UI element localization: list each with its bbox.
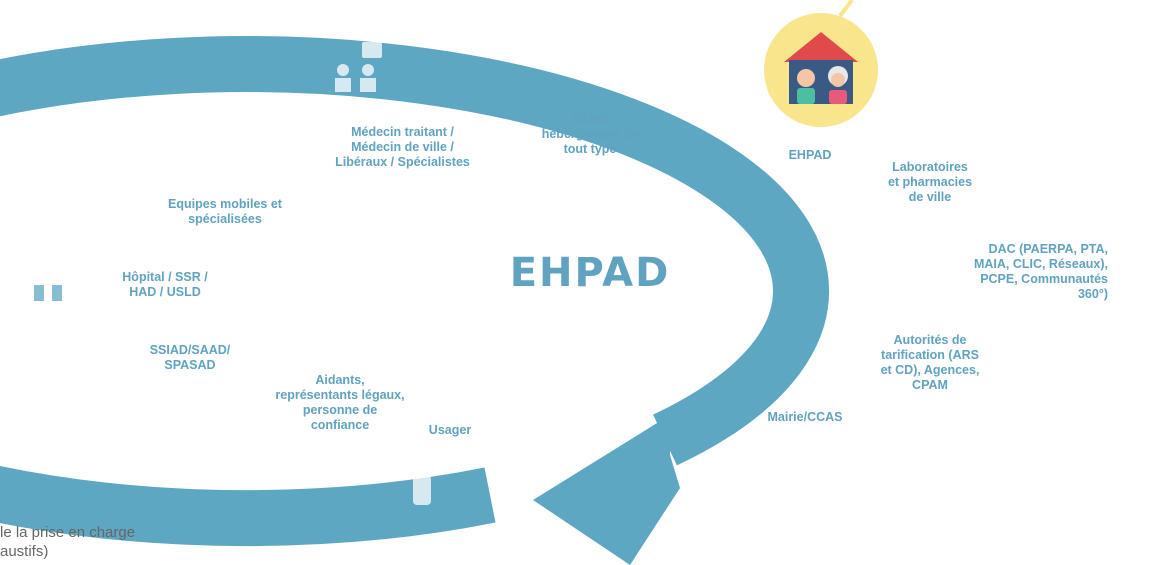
- label-equipes: Equipes mobiles et spécialisées: [168, 197, 282, 226]
- label-ssiad: SSIAD/SAAD/ SPASAD: [149, 343, 231, 372]
- label-usager: Usager: [428, 423, 472, 437]
- hospital-icon: [24, 246, 72, 301]
- cycle-arrowhead: [533, 415, 680, 565]
- elderly-person-home-icon: [567, 18, 613, 76]
- label-laboratoires: Laboratoires et pharmacies de ville: [887, 160, 973, 204]
- patient-icon: [413, 458, 431, 505]
- caption-text: le la prise en charge austifs): [0, 524, 136, 560]
- label-mairie: Mairie/CCAS: [767, 410, 843, 424]
- support-chat-icon: [1116, 226, 1168, 278]
- label-hopital: Hôpital / SSR / HAD / USLD: [122, 270, 208, 299]
- badge-pointer: [838, 0, 854, 18]
- label-dac: DAC (PAERPA, PTA, MAIA, CLIC, Réseaux), …: [973, 242, 1108, 301]
- label-esms: ESMS hébergement de tout type: [541, 112, 639, 156]
- handshake-icon: [230, 428, 272, 466]
- label-medecin: Médecin traitant / Médecin de ville / Li…: [335, 125, 470, 169]
- group-people-icon: [110, 133, 156, 160]
- lab-vial-icon: [992, 96, 1018, 142]
- label-autorites: Autorités de tarification (ARS et CD), A…: [880, 333, 980, 392]
- cycle-ring: [0, 36, 830, 547]
- house-icon: [72, 350, 128, 397]
- label-aidants: Aidants, représentants légaux, personne …: [275, 373, 405, 432]
- ehpad-badge-icon: [764, 13, 878, 127]
- institution-icon: [968, 420, 1004, 452]
- label-ehpad: EHPAD: [788, 148, 832, 162]
- doctors-icon: [335, 42, 382, 92]
- bank-building-icon: [780, 460, 836, 508]
- center-title: EHPAD: [509, 250, 671, 296]
